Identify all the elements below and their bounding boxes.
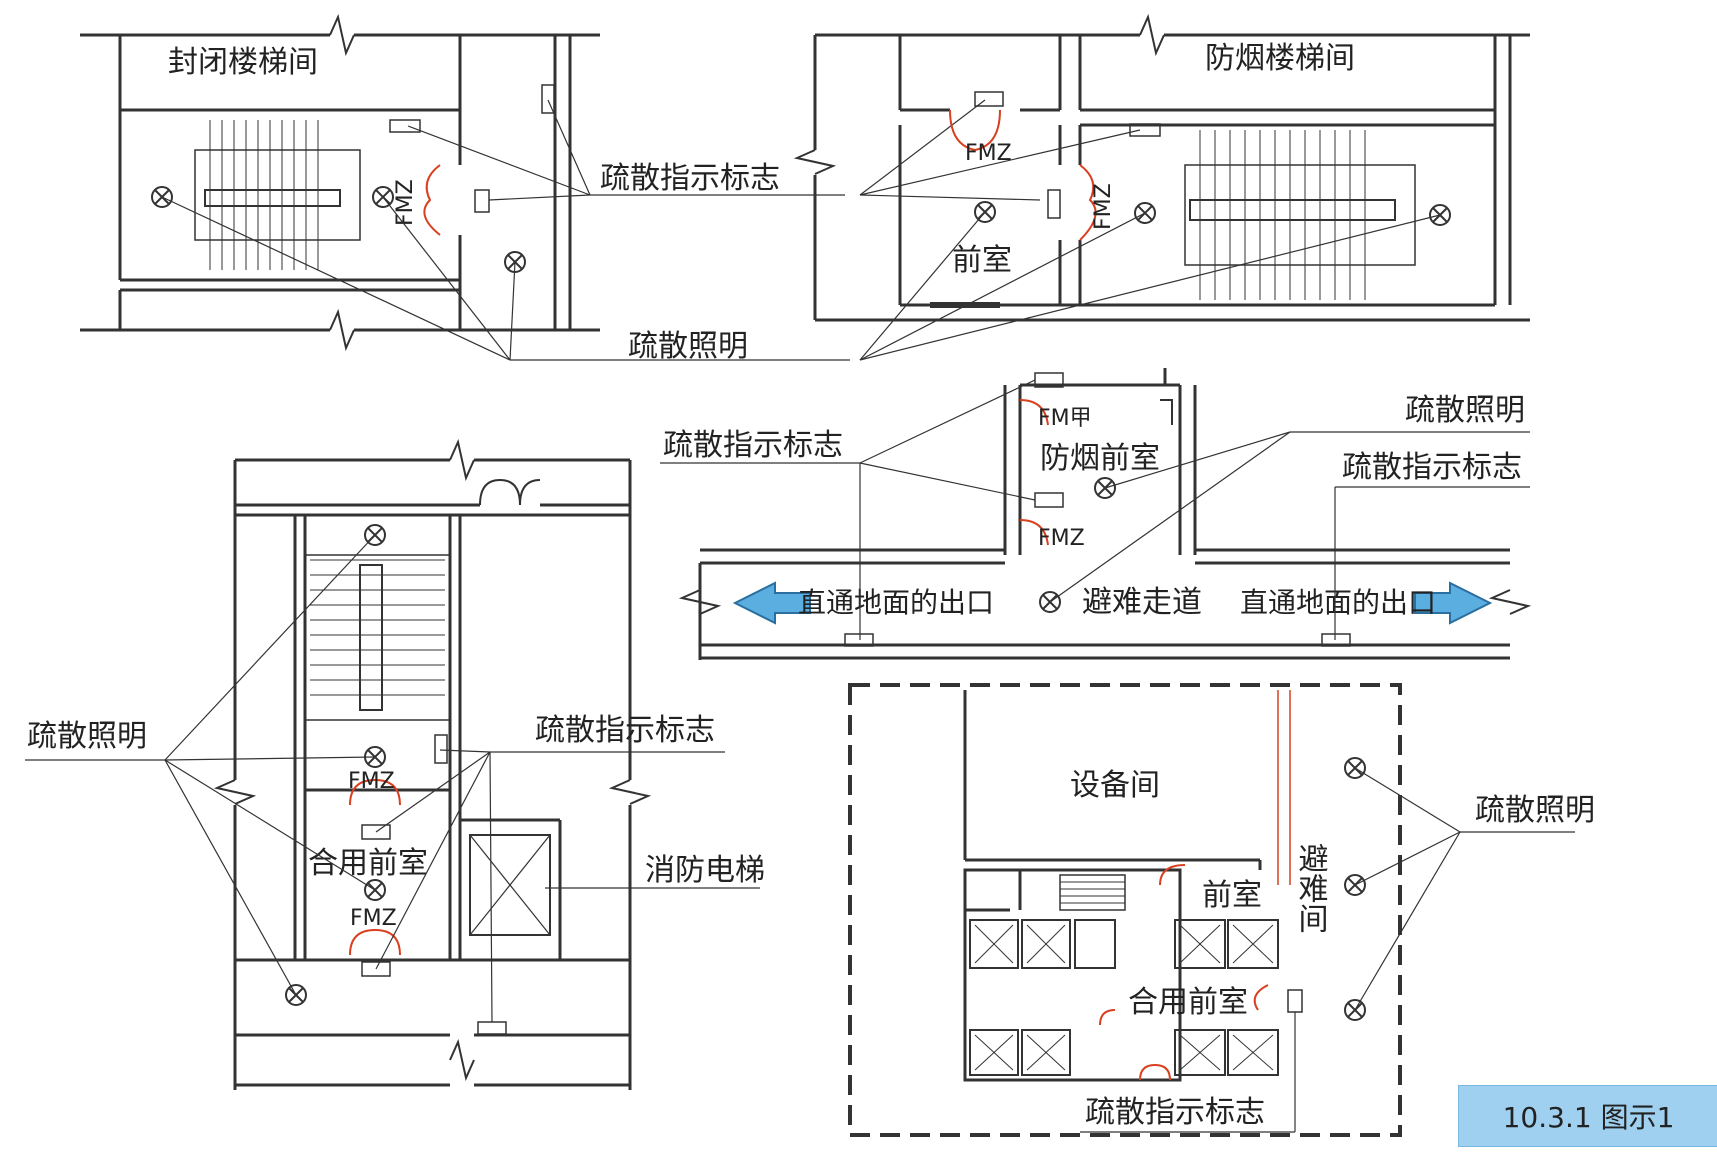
- leader-lines: [161, 99, 1441, 361]
- refuge-floor-plan: [848, 683, 1402, 1137]
- fm-label: FMZ: [350, 906, 397, 931]
- exit-right-label: 直通地面的出口: [1240, 586, 1436, 619]
- evac-light-label: 疏散照明: [1405, 393, 1525, 428]
- evac-light-icon: [1429, 204, 1451, 226]
- evac-sign-label: 疏散指示标志: [1342, 450, 1522, 485]
- figure-tag: 10.3.1 图示1: [1458, 1085, 1717, 1147]
- exit-sign-icon: [477, 1021, 507, 1035]
- exit-sign-icon: [1321, 633, 1351, 647]
- shared-front-room-label: 合用前室: [1128, 985, 1248, 1020]
- exit-sign-icon: [1129, 123, 1161, 137]
- fm-label: FMZ: [393, 179, 418, 226]
- enclosed-stair-plan: [80, 13, 600, 352]
- fm-label: FMZ: [965, 141, 1012, 166]
- exit-sign-icon: [434, 734, 448, 764]
- exit-sign-icon: [361, 824, 391, 840]
- fm-label: FMZ: [1038, 526, 1085, 551]
- front-room-label: 前室: [1202, 878, 1262, 913]
- evac-sign-label: 疏散指示标志: [663, 428, 843, 463]
- exit-sign-icon: [974, 91, 1004, 107]
- exit-arrow-left-icon: [732, 581, 811, 625]
- exit-left-label: 直通地面的出口: [798, 586, 994, 619]
- evac-light-icon: [1134, 202, 1156, 224]
- smoke-front-room-label: 防烟前室: [1040, 441, 1160, 476]
- evac-light-label: 疏散照明: [27, 719, 147, 754]
- fm-label: FMZ: [1091, 183, 1116, 230]
- refuge-room-label-text: 避难间: [1293, 843, 1329, 933]
- leader-lines: [1080, 767, 1575, 1133]
- exit-sign-icon: [844, 633, 874, 647]
- exit-arrow-right-icon: [1414, 581, 1493, 625]
- shared-front-room-label: 合用前室: [308, 846, 428, 881]
- smokeproof-stair-plan: [793, 13, 1530, 322]
- fm-label: FMZ: [348, 769, 395, 794]
- evac-light-label: 疏散照明: [1475, 793, 1595, 828]
- exit-sign-icon: [1047, 189, 1061, 219]
- refuge-room-label: 避难间: [1293, 843, 1329, 933]
- evac-light-label: 疏散照明: [628, 329, 748, 364]
- exit-sign-icon: [1287, 989, 1303, 1013]
- exit-sign-icon: [474, 189, 490, 213]
- exit-sign-icon: [361, 961, 391, 977]
- front-room-label: 前室: [952, 243, 1012, 278]
- shared-front-room-plan: [213, 438, 652, 1090]
- refuge-corridor-plan: [678, 368, 1532, 660]
- refuge-corridor-label: 避难走道: [1082, 585, 1202, 620]
- evac-sign-label: 疏散指示标志: [600, 161, 780, 196]
- equipment-room-label: 设备间: [1070, 768, 1160, 803]
- leader-lines: [660, 379, 1530, 640]
- smokeproof-stair-label: 防烟楼梯间: [1205, 41, 1355, 76]
- fm-label: FM甲: [1038, 406, 1092, 431]
- fire-elevator-label: 消防电梯: [645, 853, 765, 888]
- enclosed-stair-label: 封闭楼梯间: [168, 45, 318, 80]
- exit-sign-icon: [1034, 492, 1064, 508]
- figure-tag-text: 10.3.1 图示1: [1502, 1101, 1675, 1134]
- evac-sign-label: 疏散指示标志: [1085, 1095, 1265, 1130]
- evac-light-icon: [974, 201, 996, 223]
- exit-sign-icon: [541, 84, 555, 114]
- exit-sign-icon: [389, 119, 421, 133]
- leader-lines: [25, 534, 760, 1023]
- evac-sign-label: 疏散指示标志: [535, 713, 715, 748]
